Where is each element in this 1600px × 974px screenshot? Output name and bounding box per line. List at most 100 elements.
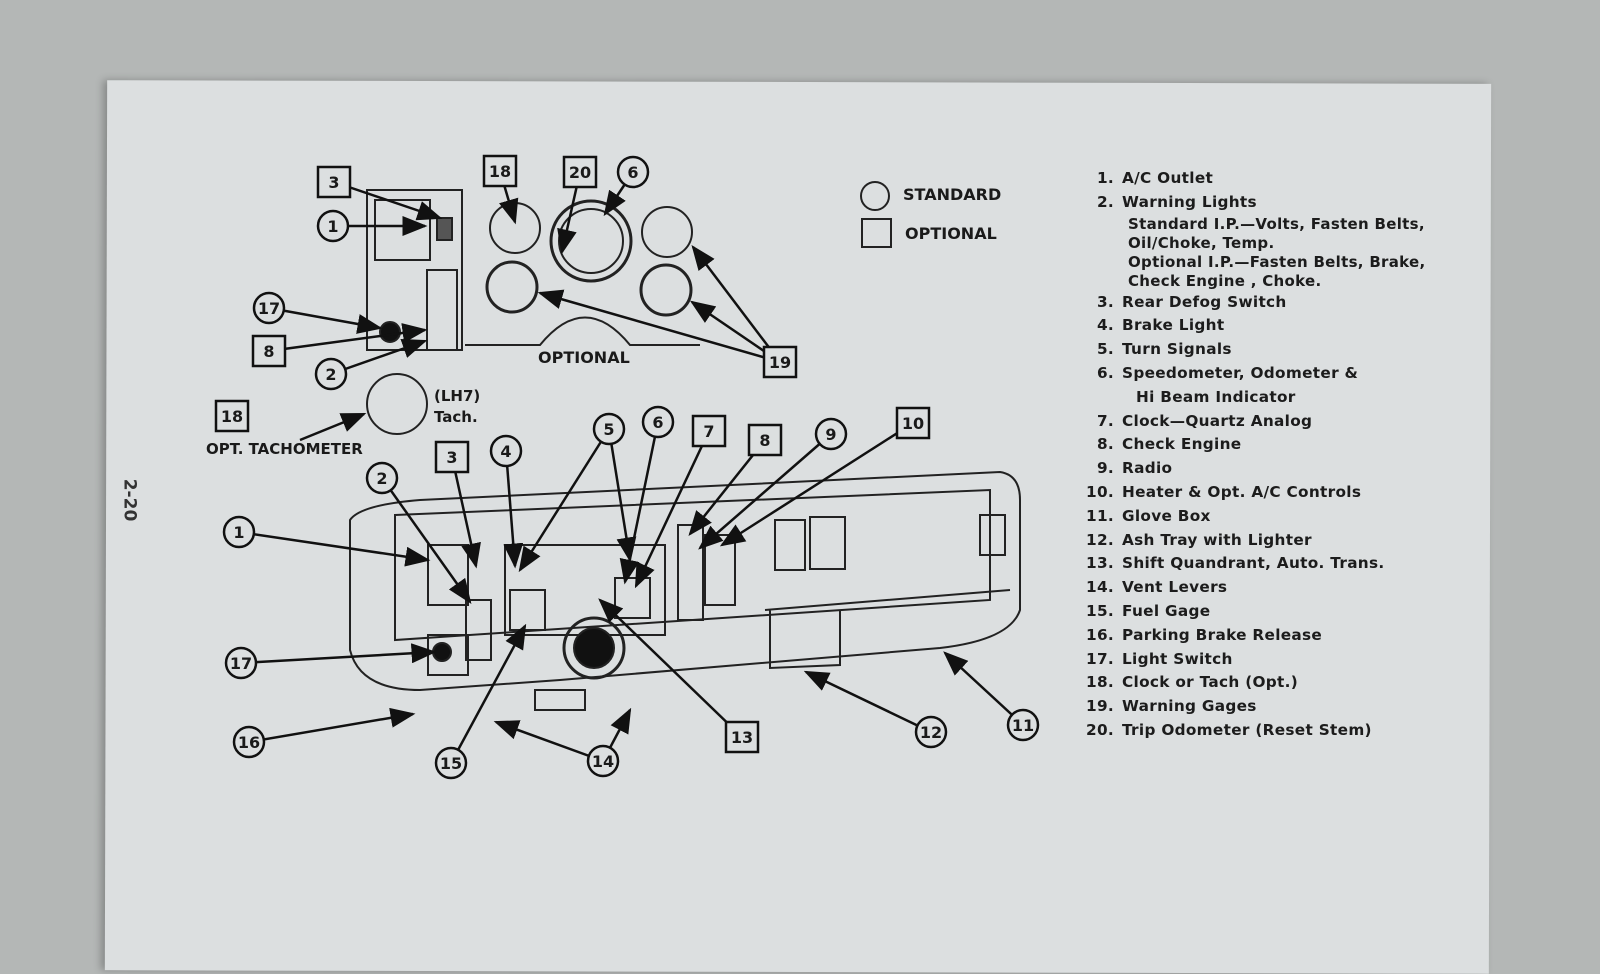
callout-circle-9: 9 (814, 417, 848, 451)
callout-number: 8 (263, 342, 274, 361)
item-label: Trip Odometer (Reset Stem) (1122, 720, 1372, 739)
leader-line (333, 180, 443, 221)
leader-line (537, 289, 781, 364)
item-number: 14. (1086, 578, 1114, 597)
list-item: 5.Turn Signals (1084, 338, 1426, 362)
leader-line (299, 412, 367, 442)
list-item: 2.Warning Lights (1084, 191, 1426, 215)
item-label: Warning Lights (1122, 192, 1257, 211)
item-label: Speedometer, Odometer & (1122, 363, 1359, 382)
item-label: Radio (1122, 459, 1173, 478)
callout-number: 18 (221, 407, 243, 426)
standard-symbol-icon (860, 181, 890, 211)
item-number: 6. (1096, 363, 1114, 382)
item-subtext: Standard I.P.—Volts, Fasten Belts, (1128, 214, 1425, 233)
leader-line (719, 421, 914, 547)
callout-square-8: 8 (251, 334, 287, 368)
speedometer-gauge (549, 199, 633, 283)
item-number: 16. (1086, 625, 1114, 644)
list-item: 3. Rear Defog Switch (1084, 291, 1426, 315)
item-label: Rear Defog Switch (1122, 292, 1287, 311)
item-number: 15. (1086, 601, 1114, 620)
leader-line (619, 421, 660, 585)
callout-square-20: 20 (562, 155, 598, 189)
list-item: 12.Ash Tray with Lighter (1084, 529, 1426, 553)
list-item: 16. Parking Brake Release (1084, 624, 1426, 648)
tachometer-gauge (366, 373, 428, 435)
optional-symbol-icon (861, 218, 892, 248)
callout-circle-17: 17 (252, 291, 286, 325)
callout-circle-11: 11 (1006, 708, 1040, 742)
callout-square-13: 13 (724, 720, 760, 754)
item-label: Brake Light (1122, 316, 1225, 335)
callout-number: 12 (920, 723, 942, 742)
callout-number: 6 (627, 163, 638, 182)
item-label: Fuel Gage (1122, 601, 1211, 620)
list-item: 17.Light Switch (1084, 648, 1426, 672)
item-number: 19. (1086, 697, 1114, 716)
callout-square-18: 18 (482, 154, 518, 188)
item-number: 8. (1096, 435, 1114, 454)
item-label: Heater & Opt. A/C Controls (1122, 482, 1362, 501)
list-item: 19.Warning Gages (1084, 695, 1426, 719)
callout-circle-2: 2 (365, 461, 399, 495)
leader-line (943, 651, 1024, 726)
callout-square-3: 3 (316, 165, 352, 199)
callout-number: 18 (489, 162, 511, 181)
item-label: Shift Quandrant, Auto. Trans. (1122, 554, 1385, 573)
item-subtext: Check Engine , Choke. (1128, 271, 1322, 290)
item-number: 11. (1086, 506, 1114, 525)
list-item: 18.Clock or Tach (Opt.) (1084, 671, 1426, 695)
item-number: 5. (1096, 340, 1114, 359)
leader-line (240, 643, 437, 665)
item-number: 20. (1086, 720, 1114, 739)
leader-line (634, 430, 711, 589)
dashboard-drawing (349, 189, 1021, 711)
item-number: 1. (1096, 169, 1114, 187)
callout-circle-5: 5 (592, 412, 626, 446)
callout-number: 13 (731, 728, 753, 747)
item-number: 3. (1096, 292, 1114, 311)
callout-number: 7 (703, 422, 714, 441)
item-number: 13. (1086, 554, 1114, 573)
list-item: 8. Check Engine (1084, 433, 1426, 457)
callout-square-10: 10 (895, 406, 931, 440)
list-item: 9. Radio (1084, 457, 1426, 481)
item-continuation: Hi Beam Indicator (1136, 387, 1296, 406)
callout-circle-12: 12 (914, 715, 948, 749)
leader-line (493, 720, 604, 763)
callout-number: 1 (233, 523, 244, 542)
list-item: 14.Vent Levers (1084, 576, 1426, 600)
callout-number: 15 (440, 754, 462, 773)
leader-line (268, 323, 428, 353)
item-number: 18. (1086, 673, 1114, 692)
item-label: Parking Brake Release (1122, 625, 1323, 644)
callout-number: 3 (328, 173, 339, 192)
item-label: Check Engine (1122, 435, 1242, 454)
callout-circle-14: 14 (586, 744, 620, 778)
callout-number: 17 (230, 654, 252, 673)
leader-lines (238, 170, 1024, 764)
callout-number: 11 (1012, 716, 1034, 735)
optional-cluster-label: OPTIONAL (538, 348, 630, 367)
list-item: 13. Shift Quandrant, Auto. Trans. (1084, 552, 1426, 576)
leader-line (503, 450, 524, 569)
callout-square-18: 18 (214, 399, 250, 433)
callout-square-8: 8 (747, 423, 783, 457)
item-number: 9. (1096, 459, 1114, 478)
callout-circle-1: 1 (316, 209, 350, 243)
callout-number: 16 (238, 733, 260, 752)
item-subtext: Oil/Choke, Temp. (1128, 233, 1275, 252)
callout-number: 4 (500, 442, 511, 461)
tach-label: Tach. (434, 408, 478, 426)
dash-outline (349, 470, 1021, 692)
list-item: 4.Brake Light (1084, 314, 1426, 338)
callout-number: 5 (603, 420, 614, 439)
leader-line (268, 306, 383, 334)
list-item: 6. Speedometer, Odometer & (1084, 362, 1426, 386)
callout-number: 2 (325, 365, 336, 384)
callout-circle-6: 6 (641, 405, 675, 439)
callout-square-19: 19 (762, 345, 798, 379)
item-label: Glove Box (1122, 506, 1211, 525)
callout-number: 9 (825, 425, 836, 444)
